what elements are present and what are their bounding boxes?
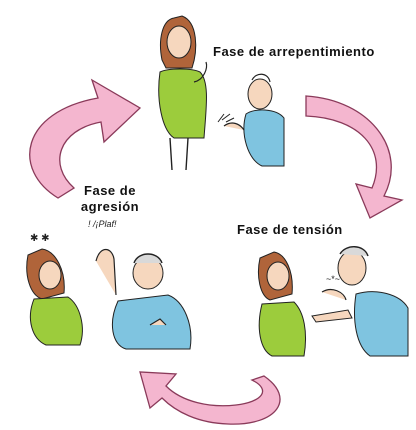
label-aggression-phase: Fase de agresión <box>68 183 152 215</box>
man-figure-icon <box>217 73 285 167</box>
tension-illustration: ~*~ <box>257 246 409 357</box>
label-aggression-line1: Fase de <box>84 183 136 198</box>
woman-figure-icon <box>158 15 208 171</box>
woman-figure-icon <box>26 248 83 346</box>
woman-figure-icon <box>257 251 307 357</box>
repentance-illustration <box>158 15 285 171</box>
exclamation-text: ! /¡Plaf! <box>88 219 117 229</box>
label-aggression-line2: agresión <box>80 199 140 214</box>
label-tension-phase: Fase de tensión <box>237 222 343 237</box>
aggression-illustration: ! /¡Plaf! ✱ ✱ <box>26 219 192 350</box>
svg-text:✱ ✱: ✱ ✱ <box>30 233 50 244</box>
label-repentance-phase: Fase de arrepentimiento <box>213 44 375 59</box>
svg-text:~*~: ~*~ <box>326 274 340 284</box>
man-figure-icon <box>95 248 192 350</box>
man-figure-icon: ~*~ <box>311 246 409 357</box>
